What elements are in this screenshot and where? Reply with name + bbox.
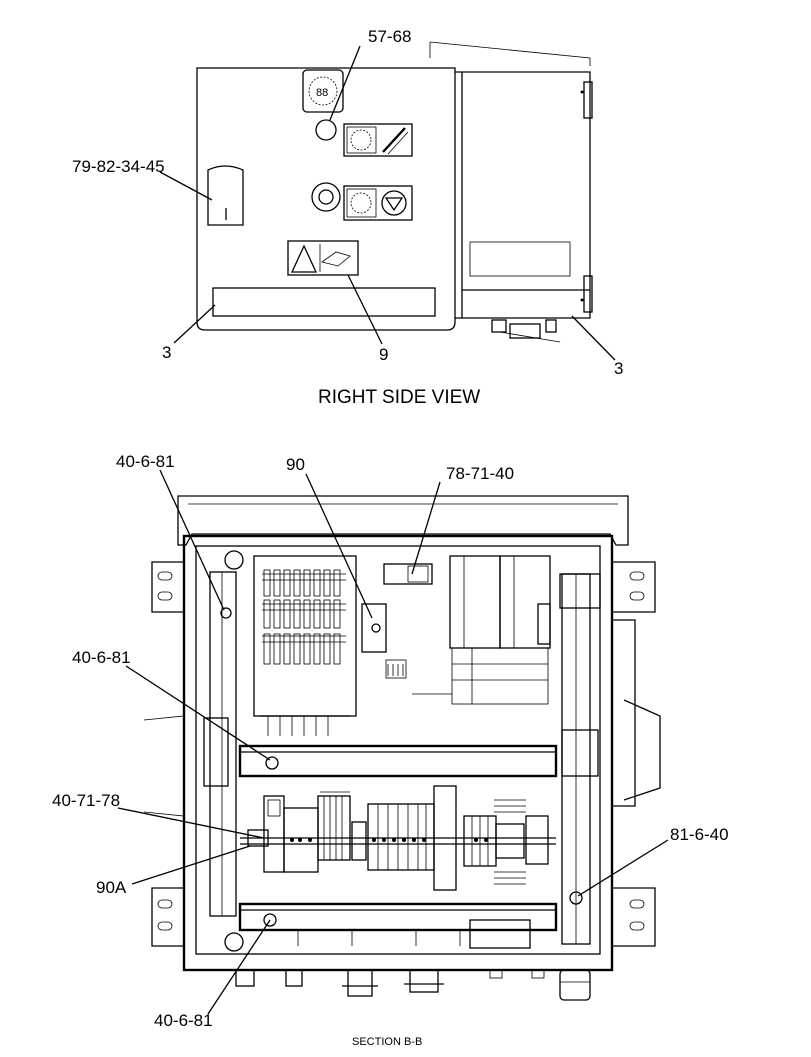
callout-40-71-78: 40-71-78 (52, 791, 120, 810)
right-side-view-drawing: 88 (159, 41, 616, 361)
callout-79-82-34-45: 79-82-34-45 (72, 157, 165, 176)
section-bb-drawing (117, 469, 669, 1015)
callout-81-6-40: 81-6-40 (670, 825, 729, 844)
callout-3-right: 3 (614, 359, 623, 378)
callout-3-left: 3 (162, 343, 171, 362)
callout-78-71-40: 78-71-40 (446, 464, 514, 483)
callout-40-6-81-top: 40-6-81 (116, 452, 175, 471)
callout-90a: 90A (96, 878, 127, 897)
callout-57-68: 57-68 (368, 27, 411, 46)
callout-9: 9 (379, 345, 388, 364)
right-side-view-title: RIGHT SIDE VIEW (318, 387, 480, 408)
callout-40-6-81-mid: 40-6-81 (72, 648, 131, 667)
section-bb-title: SECTION B-B (352, 1036, 422, 1048)
callout-90: 90 (286, 455, 305, 474)
svg-text:88: 88 (316, 87, 328, 99)
callout-40-6-81-bottom: 40-6-81 (154, 1011, 213, 1030)
